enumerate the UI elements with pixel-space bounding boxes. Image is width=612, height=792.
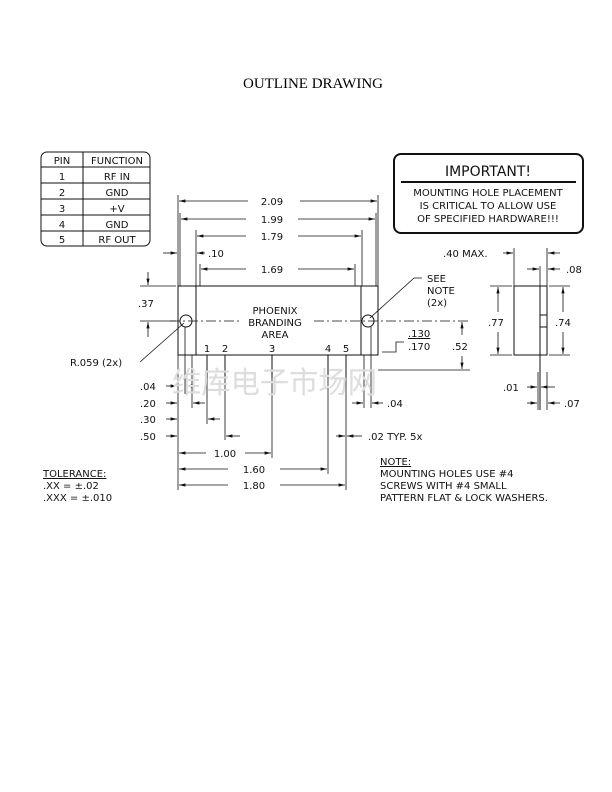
drawing-label: .52 [452,342,468,353]
drawing-label: BRANDING [248,318,302,329]
module-top-view: PHOENIX BRANDING AREA 1 2 3 4 5 [170,285,470,378]
important-heading: IMPORTANT! [445,164,531,180]
drawing-label: TOLERANCE: [42,469,106,480]
drawing-label: 1.60 [243,465,265,476]
function-header: FUNCTION [91,156,143,167]
drawing-label: 1.00 [214,449,236,460]
drawing-label: R.059 (2x) [70,358,122,369]
pin-label: 1 [204,344,210,355]
function-cell: RF OUT [98,235,136,246]
drawing-label: SCREWS WITH #4 SMALL [380,481,507,492]
drawing-label: IS CRITICAL TO ALLOW USE [420,201,557,212]
drawing-label: 1.79 [261,232,283,243]
watermark: 维库电子市场网 [172,366,377,401]
drawing-label: 1.80 [243,481,265,492]
drawing-label: .20 [140,399,156,410]
mounting-hole-right [361,314,375,328]
drawing-label: .37 [138,299,154,310]
drawing-label: .04 [140,382,156,393]
drawing-label: (2x) [427,298,447,309]
drawing-label: .01 [503,383,519,394]
drawing-label: .40 MAX. [443,249,488,260]
important-box: IMPORTANT! MOUNTING HOLE PLACEMENT IS CR… [393,153,584,234]
pin-cell: 2 [59,188,65,199]
note-block: NOTE: MOUNTING HOLES USE #4 SCREWS WITH … [380,457,548,504]
drawing-label: .04 [387,399,403,410]
page-title: OUTLINE DRAWING [243,76,383,92]
drawing-label: .10 [208,249,224,260]
pin-cell: 5 [59,235,65,246]
function-cell: GND [106,188,129,199]
drawing-label: PATTERN FLAT & LOCK WASHERS. [380,493,548,504]
drawing-label: 2.09 [261,197,283,208]
pin-label: 5 [343,344,349,355]
drawing-label: OF SPECIFIED HARDWARE!!! [417,214,559,225]
pin-cell: 4 [59,220,65,231]
drawing-label: NOTE: [380,457,411,468]
drawing-label: .XXX = ±.010 [43,493,112,504]
function-cell: GND [106,220,129,231]
drawing-label: .07 [564,399,580,410]
tolerance-block: TOLERANCE: .XX = ±.02 .XXX = ±.010 [42,469,112,504]
drawing-label: .02 TYP. 5x [368,432,422,443]
pin-header: PIN [54,156,70,167]
drawing-label: .170 [408,342,430,353]
drawing-label: .50 [140,432,156,443]
drawing-label: NOTE [427,286,455,297]
drawing-label: .77 [488,318,504,329]
mounting-hole-left [179,314,193,328]
pin-label: 2 [222,344,228,355]
drawing-label: .130 [408,329,430,340]
drawing-label: MOUNTING HOLE PLACEMENT [413,188,563,199]
drawing-label: .74 [555,318,571,329]
drawing-label: .08 [566,265,582,276]
drawing-label: SEE [427,274,446,285]
drawing-label: 1.69 [261,265,283,276]
drawing-label: 1.99 [261,215,283,226]
drawing-label: .XX = ±.02 [43,481,99,492]
drawing-label: MOUNTING HOLES USE #4 [380,469,513,480]
function-cell: +V [109,204,124,215]
drawing-label: .30 [140,415,156,426]
module-side-view: .40 MAX. .08 .77 .74 .01 .07 [443,248,582,410]
pin-cell: 3 [59,204,65,215]
function-cell: RF IN [104,172,130,183]
drawing-label: AREA [262,330,289,341]
drawing-label: PHOENIX [252,306,297,317]
pin-label: 3 [269,344,275,355]
pin-label: 4 [325,344,331,355]
pin-cell: 1 [59,172,65,183]
